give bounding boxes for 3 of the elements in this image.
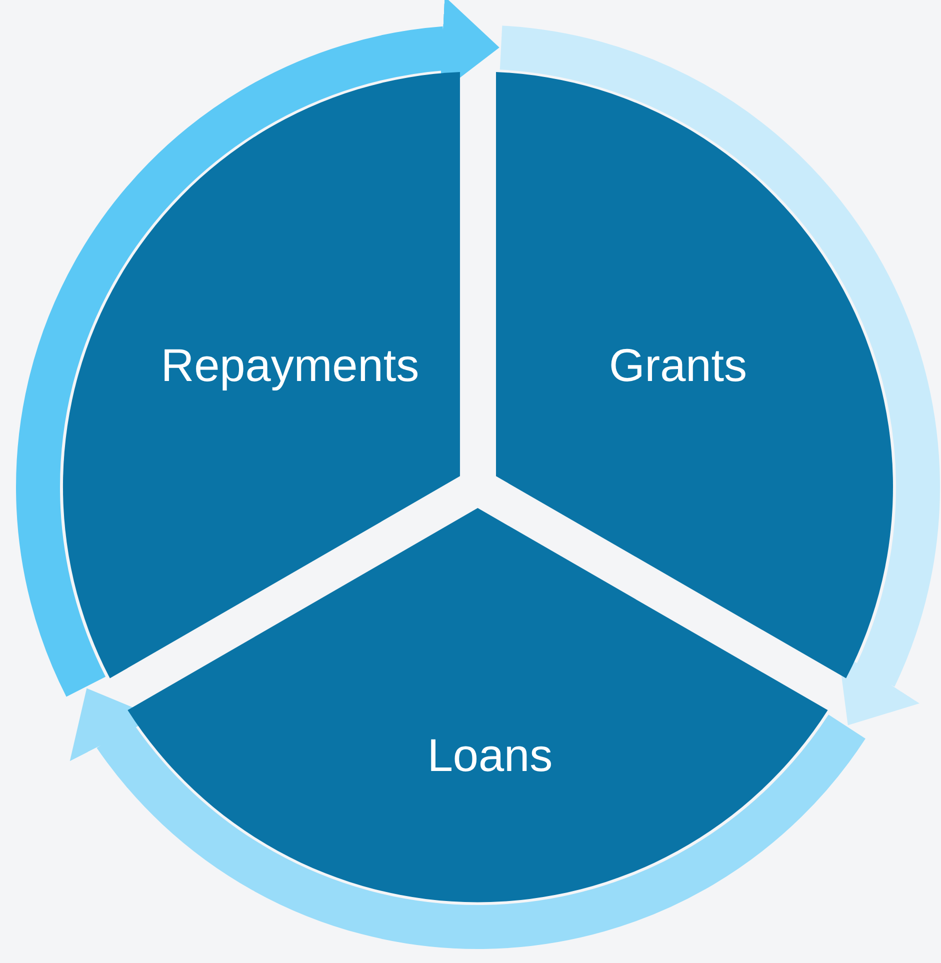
sector-label: Repayments [160, 342, 420, 388]
sector-label: Loans [427, 732, 553, 778]
sector-label: Grants [608, 342, 748, 388]
